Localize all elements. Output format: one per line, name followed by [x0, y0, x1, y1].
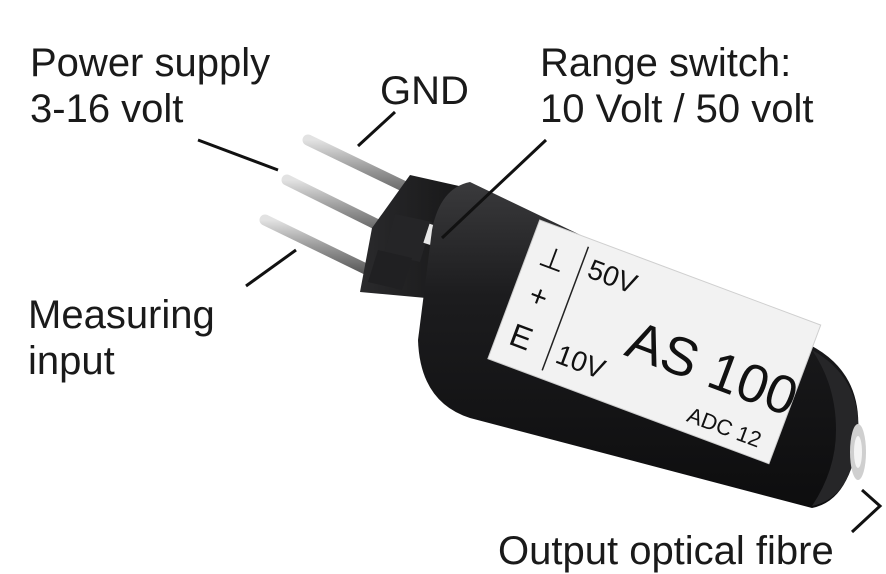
- measuring-input-label-2: input: [28, 339, 115, 383]
- gnd-label: GND: [380, 69, 469, 113]
- range-switch-values: 10 Volt / 50 volt: [540, 87, 814, 131]
- output-label: Output optical fibre: [498, 529, 834, 573]
- power-supply-label: Power supply: [30, 41, 271, 85]
- leader-power: [197, 138, 279, 172]
- leader-output: [850, 488, 883, 534]
- power-supply-callout: Power supply 3-16 volt: [30, 40, 270, 132]
- output-callout: Output optical fibre: [498, 528, 834, 574]
- end-cap: [812, 350, 859, 506]
- gnd-callout: GND: [380, 68, 469, 114]
- leader-input: [245, 248, 297, 288]
- leader-gnd: [356, 110, 397, 148]
- device-label: ⊥ + E 50V 10V AS 100 ADC 12: [487, 219, 822, 465]
- leader-lines: [197, 110, 883, 534]
- measuring-input-callout: Measuring input: [28, 292, 215, 384]
- range-switch-callout: Range switch: 10 Volt / 50 volt: [540, 40, 814, 132]
- measuring-input-label: Measuring: [28, 293, 215, 337]
- pin-input: [259, 214, 378, 278]
- leader-range: [440, 138, 548, 240]
- range-switch-label: Range switch:: [540, 41, 792, 85]
- power-supply-voltage: 3-16 volt: [30, 87, 184, 131]
